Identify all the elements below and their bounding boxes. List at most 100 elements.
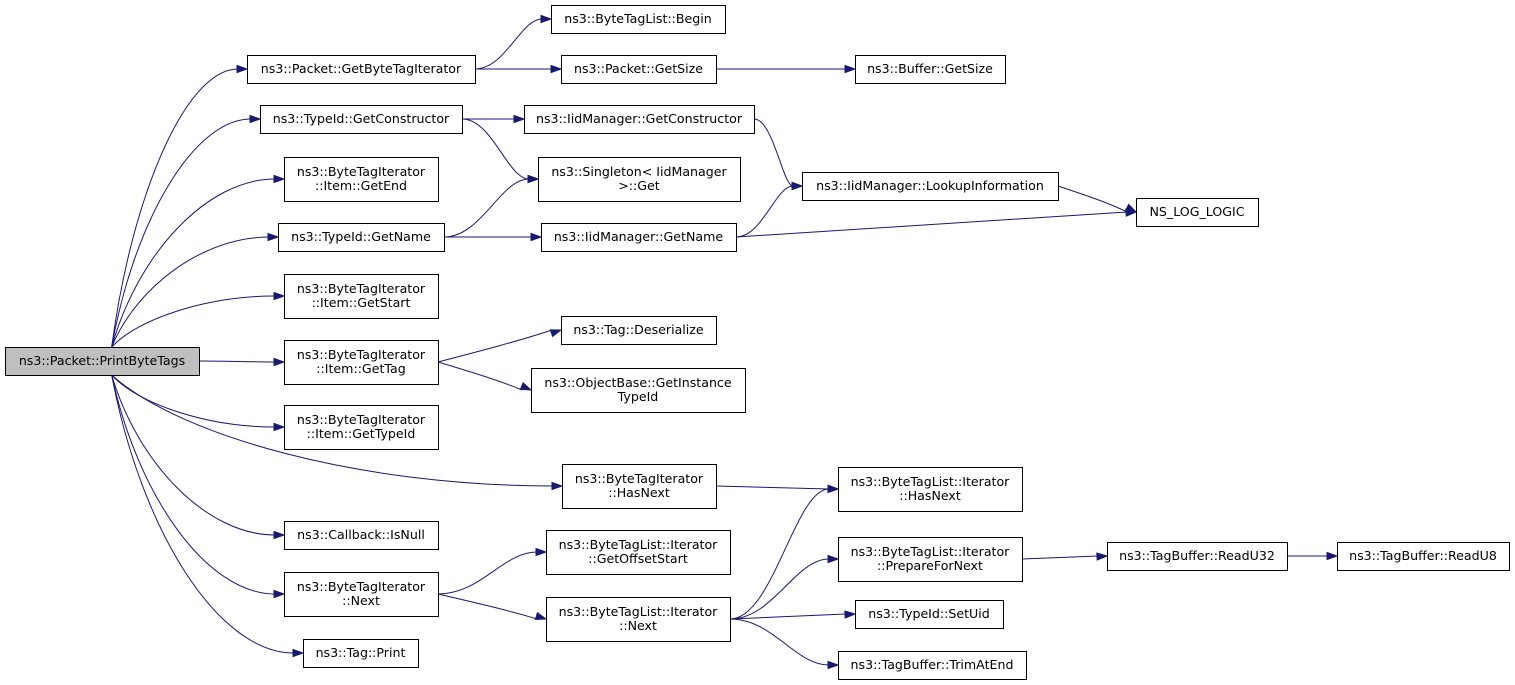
node-label: ::Next [619,618,657,633]
node-ns3-tag-deserialize[interactable]: ns3::Tag::Deserialize [561,316,717,345]
node-box[interactable] [838,467,1023,512]
node-ns3-packet-getsize[interactable]: ns3::Packet::GetSize [561,55,717,84]
node-ns3-iidmanager-lookupinformation[interactable]: ns3::IidManager::LookupInformation [802,172,1059,201]
arrowhead [540,14,553,24]
node-label: ns3::IidManager::GetConstructor [536,111,743,126]
node-label: ns3::Packet::GetByteTagIterator [261,61,462,76]
node-ns3-bytetaglist-iterator-hasnext[interactable]: ns3::ByteTagList::Iterator::HasNext [838,467,1023,512]
node-ns3-bytetagiterator-item-gettag[interactable]: ns3::ByteTagIterator::Item::GetTag [284,340,439,385]
node-ns3-singleton-iidmanager-get[interactable]: ns3::Singleton< IidManager>::Get [538,157,741,202]
node-label: ns3::ByteTagList::Iterator [559,537,719,552]
arrowhead [527,174,540,184]
arrowhead [1096,552,1109,561]
node-ns3-bytetaglist-iterator-next[interactable]: ns3::ByteTagList::Iterator::Next [546,597,731,642]
edge-n0-n5 [111,118,252,348]
node-box[interactable] [802,172,1059,201]
node-box[interactable] [1337,542,1510,571]
arrowhead [534,611,548,620]
node-box[interactable] [838,537,1023,582]
node-ns3-packet-getbytetagiterator[interactable]: ns3::Packet::GetByteTagIterator [247,55,476,84]
node-label: ns3::Packet::PrintByteTags [19,353,185,368]
node-ns3-buffer-getsize[interactable]: ns3::Buffer::GetSize [855,55,1006,84]
node-ns3-iidmanager-getname[interactable]: ns3::IidManager::GetName [541,223,737,252]
node-box[interactable] [247,55,476,84]
edge-n11-n7 [443,178,530,238]
node-ns3-tagbuffer-readu32[interactable]: ns3::TagBuffer::ReadU32 [1107,542,1288,571]
node-ns3-iidmanager-getconstructor[interactable]: ns3::IidManager::GetConstructor [524,105,755,134]
node-ns3-tagbuffer-readu8[interactable]: ns3::TagBuffer::ReadU8 [1337,542,1510,571]
node-ns3-bytetaglist-iterator-preparefornext[interactable]: ns3::ByteTagList::Iterator::PrepareForNe… [838,537,1023,582]
node-box[interactable] [561,316,717,345]
node-ns3-callback-isnull[interactable]: ns3::Callback::IsNull [284,521,439,550]
arrowhead [249,114,262,124]
arrowhead [549,329,563,338]
edge-n6-n8 [753,118,794,187]
node-label: TypeId [617,389,659,404]
node-label: ns3::TagBuffer::TrimAtEnd [851,657,1014,672]
node-box[interactable] [303,639,419,668]
node-ns3-tag-print[interactable]: ns3::Tag::Print [303,639,419,668]
node-box[interactable] [1136,198,1259,227]
arrowhead [273,589,286,599]
node-box[interactable] [284,157,439,202]
node-box[interactable] [562,464,717,509]
node-ns3-typeid-setuid[interactable]: ns3::TypeId::SetUid [855,600,1004,629]
arrowhead [273,291,286,301]
node-box[interactable] [551,5,726,34]
node-box[interactable] [1107,542,1288,571]
arrowhead [292,648,305,658]
node-label: ::Item::GetTypeId [307,426,416,441]
node-ns3-bytetagiterator-hasnext[interactable]: ns3::ByteTagIterator::HasNext [562,464,717,509]
node-ns3-bytetagiterator-item-getend[interactable]: ns3::ByteTagIterator::Item::GetEnd [284,157,439,202]
node-label: ns3::TagBuffer::ReadU32 [1119,548,1275,563]
edge-n0-n18 [111,374,554,487]
node-label: ::HasNext [899,488,961,503]
node-ns-log-logic[interactable]: NS_LOG_LOGIC [1136,198,1259,227]
node-box[interactable] [538,157,741,202]
node-ns3-packet-printbytetags[interactable]: ns3::Packet::PrintByteTags [5,347,200,376]
arrowhead [551,481,564,491]
arrowhead [550,64,563,74]
node-ns3-typeid-getconstructor[interactable]: ns3::TypeId::GetConstructor [260,105,463,134]
node-box[interactable] [546,530,731,575]
node-label: ns3::ByteTagIterator [575,471,704,486]
edge-n12-n9 [735,211,1128,238]
node-box[interactable] [260,105,463,134]
node-ns3-bytetaglist-begin[interactable]: ns3::ByteTagList::Begin [551,5,726,34]
node-box[interactable] [561,55,717,84]
node-label: ns3::ByteTagIterator [297,412,426,427]
node-box[interactable] [284,572,439,617]
arrowhead [513,114,526,124]
edge-n0-n29 [111,374,295,654]
node-box[interactable] [541,223,737,252]
node-ns3-bytetagiterator-next[interactable]: ns3::ByteTagIterator::Next [284,572,439,617]
node-label: ns3::Callback::IsNull [297,527,425,542]
node-box[interactable] [284,521,439,550]
node-box[interactable] [284,405,439,450]
node-box[interactable] [838,651,1027,680]
node-ns3-tagbuffer-trimatend[interactable]: ns3::TagBuffer::TrimAtEnd [838,651,1027,680]
node-box[interactable] [5,347,200,376]
node-box[interactable] [855,600,1004,629]
node-box[interactable] [531,368,746,413]
node-ns3-typeid-getname[interactable]: ns3::TypeId::GetName [278,223,445,252]
edge-n0-n22 [111,374,276,595]
node-label: ::Item::GetTag [316,361,405,376]
node-label: ns3::ByteTagIterator [297,347,426,362]
node-box[interactable] [524,105,755,134]
arrowhead [273,174,286,184]
node-box[interactable] [284,274,439,319]
node-label: ns3::ByteTagList::Iterator [851,544,1011,559]
node-ns3-bytetaglist-iterator-getoffsetstart[interactable]: ns3::ByteTagList::Iterator::GetOffsetSta… [546,530,731,575]
node-ns3-bytetagiterator-item-getstart[interactable]: ns3::ByteTagIterator::Item::GetStart [284,274,439,319]
node-box[interactable] [284,340,439,385]
arrowhead [273,422,286,432]
edge-n8-n9 [1057,185,1128,213]
node-box[interactable] [546,597,731,642]
node-label: ns3::ByteTagIterator [297,579,426,594]
node-box[interactable] [278,223,445,252]
node-ns3-bytetagiterator-item-gettypeid[interactable]: ns3::ByteTagIterator::Item::GetTypeId [284,405,439,450]
node-box[interactable] [855,55,1006,84]
